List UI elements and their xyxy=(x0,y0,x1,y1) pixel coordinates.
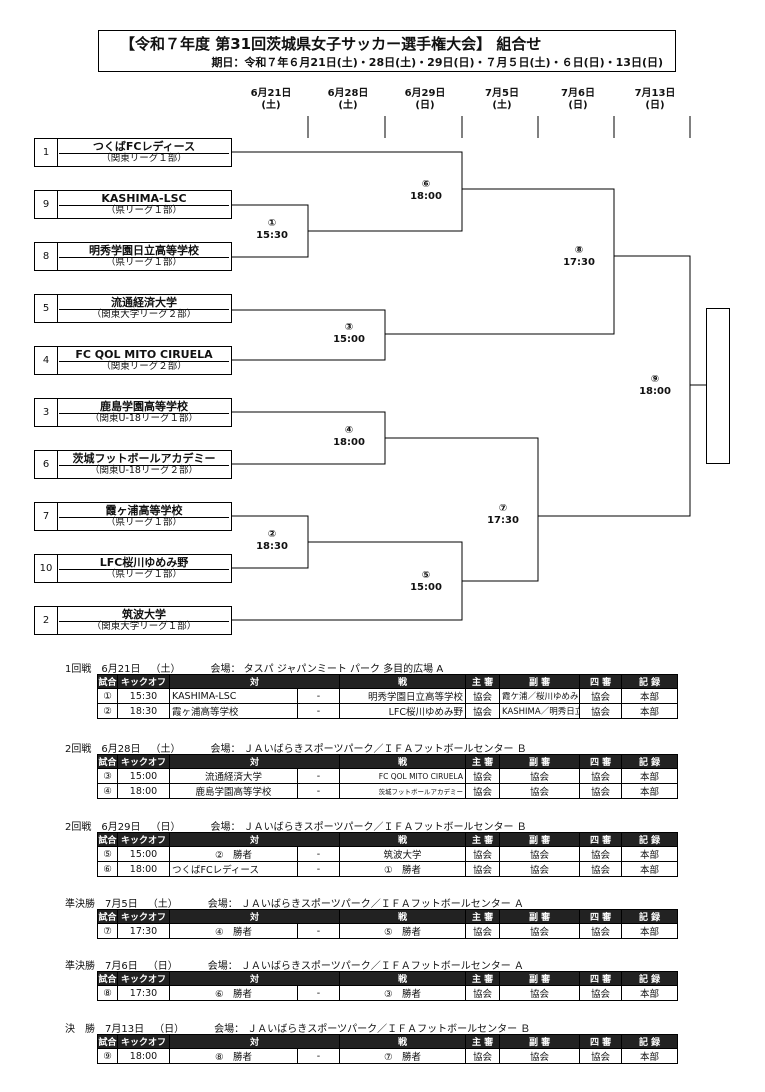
team-seed: 4 xyxy=(35,347,58,374)
team-league: （県リーグ１部） xyxy=(105,517,182,528)
champion-box xyxy=(706,308,730,464)
team-seed: 1 xyxy=(35,139,58,166)
team-name: 流通経済大学 xyxy=(59,296,229,310)
table-header: 試合キックオフ対戦主 審副 審四 審記 録 xyxy=(97,971,679,986)
team-slot-1: 1 つくばFCレディース （関東リーグ１部） xyxy=(34,138,232,167)
page-title: 【令和７年度 第31回茨城県女子サッカー選手権大会】 組合せ xyxy=(120,35,542,53)
round-date-1: 6月21日(土) xyxy=(250,88,292,111)
team-league: （関東U-18リーグ２部） xyxy=(90,465,198,476)
round-date-3: 6月29日(日) xyxy=(404,88,446,111)
team-name: LFC桜川ゆめみ野 xyxy=(59,556,229,570)
team-slot-10: 2 筑波大学 （関東大学リーグ１部） xyxy=(34,606,232,635)
team-seed: 6 xyxy=(35,451,58,478)
team-slot-5: 4 FC QOL MITO CIRUELA （関東リーグ２部） xyxy=(34,346,232,375)
team-seed: 3 xyxy=(35,399,58,426)
team-seed: 2 xyxy=(35,607,58,634)
team-name: つくばFCレディース xyxy=(59,140,229,154)
team-seed: 10 xyxy=(35,555,58,582)
team-seed: 9 xyxy=(35,191,58,218)
round-date-6: 7月13日(日) xyxy=(634,88,676,111)
table-header: 試合キックオフ対戦主 審副 審四 審記 録 xyxy=(97,909,679,924)
table-header: 試合キックオフ対戦主 審副 審四 審記 録 xyxy=(97,832,679,847)
team-name: 筑波大学 xyxy=(59,608,229,622)
round-date-2: 6月28日(土) xyxy=(327,88,369,111)
team-slot-7: 6 茨城フットボールアカデミー （関東U-18リーグ２部） xyxy=(34,450,232,479)
team-name: KASHIMA-LSC xyxy=(59,192,229,206)
team-name: 茨城フットボールアカデミー xyxy=(59,452,229,466)
team-name: 霞ヶ浦高等学校 xyxy=(59,504,229,518)
team-name: 明秀学園日立高等学校 xyxy=(59,244,229,258)
team-slot-8: 7 霞ヶ浦高等学校 （県リーグ１部） xyxy=(34,502,232,531)
team-slot-4: 5 流通経済大学 （関東大学リーグ２部） xyxy=(34,294,232,323)
team-league: （関東大学リーグ２部） xyxy=(91,309,197,320)
team-slot-3: 8 明秀学園日立高等学校 （県リーグ１部） xyxy=(34,242,232,271)
team-seed: 8 xyxy=(35,243,58,270)
round-date-5: 7月6日(日) xyxy=(561,88,595,111)
team-league: （関東リーグ２部） xyxy=(101,361,187,372)
table-header: 試合キックオフ対戦主 審副 審四 審記 録 xyxy=(97,1034,679,1049)
team-league: （関東U-18リーグ１部） xyxy=(90,413,198,424)
title-box xyxy=(98,30,676,72)
team-league: （県リーグ１部） xyxy=(105,257,182,268)
round-date-4: 7月5日(土) xyxy=(485,88,519,111)
team-slot-2: 9 KASHIMA-LSC （県リーグ１部） xyxy=(34,190,232,219)
team-seed: 7 xyxy=(35,503,58,530)
table-header: 試合キックオフ対戦主 審副 審四 審記 録 xyxy=(97,754,679,769)
team-league: （関東リーグ１部） xyxy=(101,153,187,164)
team-league: （県リーグ１部） xyxy=(105,569,182,580)
team-name: FC QOL MITO CIRUELA xyxy=(59,348,229,362)
team-slot-6: 3 鹿島学園高等学校 （関東U-18リーグ１部） xyxy=(34,398,232,427)
team-slot-9: 10 LFC桜川ゆめみ野 （県リーグ１部） xyxy=(34,554,232,583)
team-league: （関東大学リーグ１部） xyxy=(91,621,197,632)
period-subtitle: 期日：令和７年６月21日(土)・28日(土)・29日(日)・７月５日(土)・６日… xyxy=(211,56,663,69)
team-league: （県リーグ１部） xyxy=(105,205,182,216)
bracket-lines xyxy=(232,116,706,621)
team-seed: 5 xyxy=(35,295,58,322)
table-header: 試合キックオフ対戦主 審副 審四 審記 録 xyxy=(97,674,679,689)
team-name: 鹿島学園高等学校 xyxy=(59,400,229,414)
